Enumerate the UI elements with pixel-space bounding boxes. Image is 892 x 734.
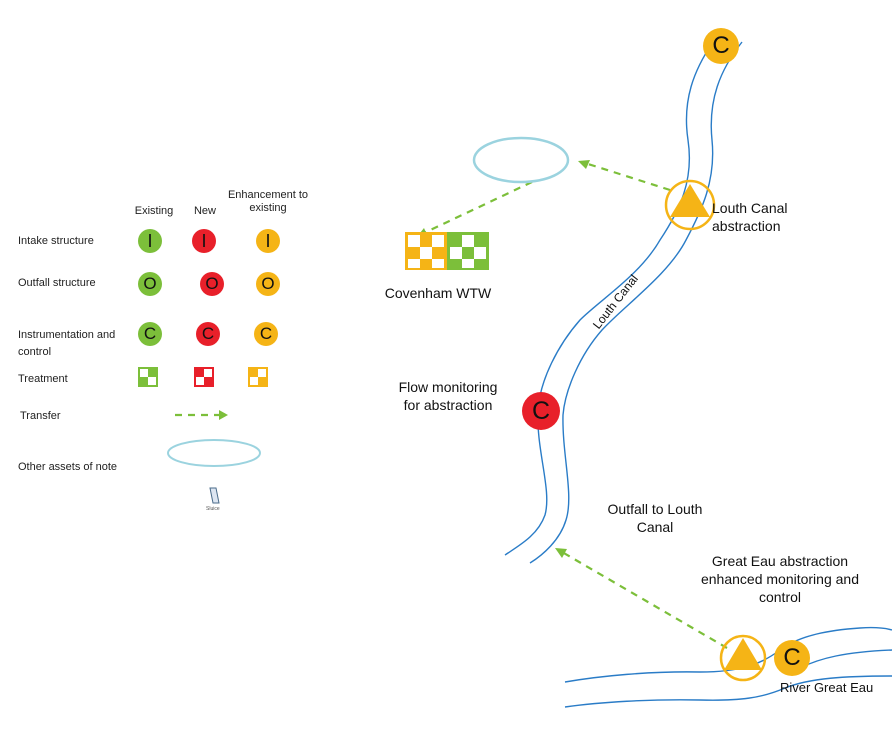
legend-sluice-label: Sluice (206, 506, 220, 512)
legend-header-new: New (193, 205, 216, 217)
legend-intake-existing: I (138, 229, 162, 253)
legend-instrumentation-enhancement: C (254, 322, 278, 346)
legend-arrowhead (219, 410, 228, 420)
covenham-label: Covenham WTW (384, 285, 492, 301)
louth-canal-channel (504, 41, 743, 564)
legend-treatment-new (194, 367, 214, 387)
other-asset-ellipse (472, 136, 570, 184)
transfer-abstraction-to-asset (584, 161, 671, 192)
arrowhead-asset (578, 160, 590, 169)
canal-bank-right (529, 41, 743, 564)
arrow-heads (219, 160, 590, 558)
legend-header-enhancement: Enhancement to existing (227, 189, 309, 214)
outfall-label: Outfall to Louth Canal (607, 501, 703, 535)
flow-monitoring-label: Flow monitoring for abstraction (398, 379, 498, 413)
legend-other-asset-ellipse (167, 439, 261, 467)
louth-canal-abstraction-symbol (664, 179, 716, 231)
great-eau-abstraction-symbol (719, 634, 767, 682)
legend-label-instrumentation: Instrumentation and control (18, 329, 116, 358)
legend-intake-enhancement: I (256, 229, 280, 253)
top-control-symbol: C (703, 28, 739, 64)
transfer-asset-to-covenham (423, 181, 533, 234)
legend-label-treatment: Treatment (18, 373, 68, 385)
legend-label-outfall: Outfall structure (18, 277, 96, 289)
flow-monitoring-symbol: C (522, 392, 560, 430)
great-eau-abstraction-label: Great Eau abstraction enhanced monitorin… (700, 553, 859, 605)
legend-treatment-enhancement (248, 367, 268, 387)
legend-outfall-existing: O (138, 272, 162, 296)
legend-treatment-existing (138, 367, 158, 387)
louth-canal-abstraction-label: Louth Canal abstraction (712, 200, 788, 234)
river-bank-middle (799, 649, 892, 669)
covenham-treatment-enhancement (405, 232, 447, 270)
legend-intake-new: I (192, 229, 216, 253)
great-eau-control-symbol: C (774, 640, 810, 676)
legend-label-other: Other assets of note (18, 461, 118, 473)
legend-header-existing: Existing (134, 205, 174, 217)
sluice-icon (209, 487, 220, 504)
legend-outfall-new: O (200, 272, 224, 296)
legend-instrumentation-new: C (196, 322, 220, 346)
legend-outfall-enhancement: O (256, 272, 280, 296)
legend-label-transfer: Transfer (20, 410, 61, 422)
river-great-eau-label: River Great Eau (780, 680, 874, 695)
river-bank-upper (564, 626, 892, 683)
transfer-arrows (175, 161, 728, 649)
transfer-great-eau-to-canal (561, 551, 728, 649)
river-bank-lower (564, 675, 892, 708)
legend-instrumentation-existing: C (138, 322, 162, 346)
covenham-treatment-existing (447, 232, 489, 270)
legend-label-intake: Intake structure (18, 235, 94, 247)
arrowhead-canal (555, 548, 567, 558)
canal-bank-left (504, 41, 714, 556)
